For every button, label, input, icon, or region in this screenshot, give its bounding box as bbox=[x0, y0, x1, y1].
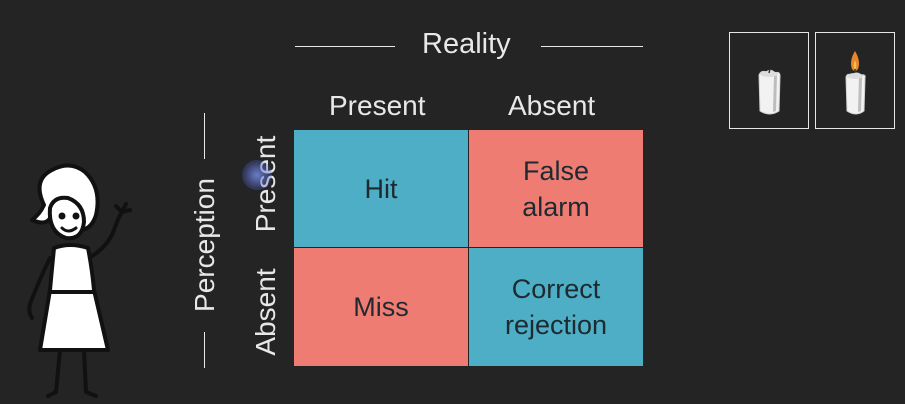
reality-header: Reality bbox=[422, 28, 511, 60]
stick-figure-woman-icon bbox=[27, 163, 132, 398]
column-header-absent: Absent bbox=[508, 90, 596, 121]
lit-candle-box[interactable] bbox=[815, 32, 895, 129]
cell-hit-label: Hit bbox=[364, 173, 398, 204]
cell-miss: Miss bbox=[294, 248, 468, 366]
cell-correct-rejection-label: Correct rejection bbox=[504, 274, 608, 340]
lit-candle-icon bbox=[845, 51, 866, 115]
cell-false-alarm-label: False alarm bbox=[522, 155, 590, 222]
cell-false-alarm: False alarm bbox=[469, 130, 643, 247]
reality-line-right bbox=[541, 46, 643, 47]
cell-hit: Hit bbox=[294, 130, 468, 247]
cell-miss-label: Miss bbox=[353, 292, 409, 322]
perception-line-top bbox=[204, 113, 205, 159]
unlit-candle-icon bbox=[758, 68, 781, 115]
row-header-absent: Absent bbox=[250, 268, 281, 356]
cursor-highlight-icon bbox=[242, 160, 272, 190]
perception-header: Perception bbox=[189, 178, 220, 312]
perception-line-bottom bbox=[204, 332, 205, 368]
slide-title-partial bbox=[270, 0, 690, 8]
reality-line-left bbox=[295, 46, 395, 47]
unlit-candle-box[interactable] bbox=[729, 32, 809, 129]
cell-correct-rejection: Correct rejection bbox=[469, 248, 643, 366]
column-header-present: Present bbox=[329, 90, 426, 121]
